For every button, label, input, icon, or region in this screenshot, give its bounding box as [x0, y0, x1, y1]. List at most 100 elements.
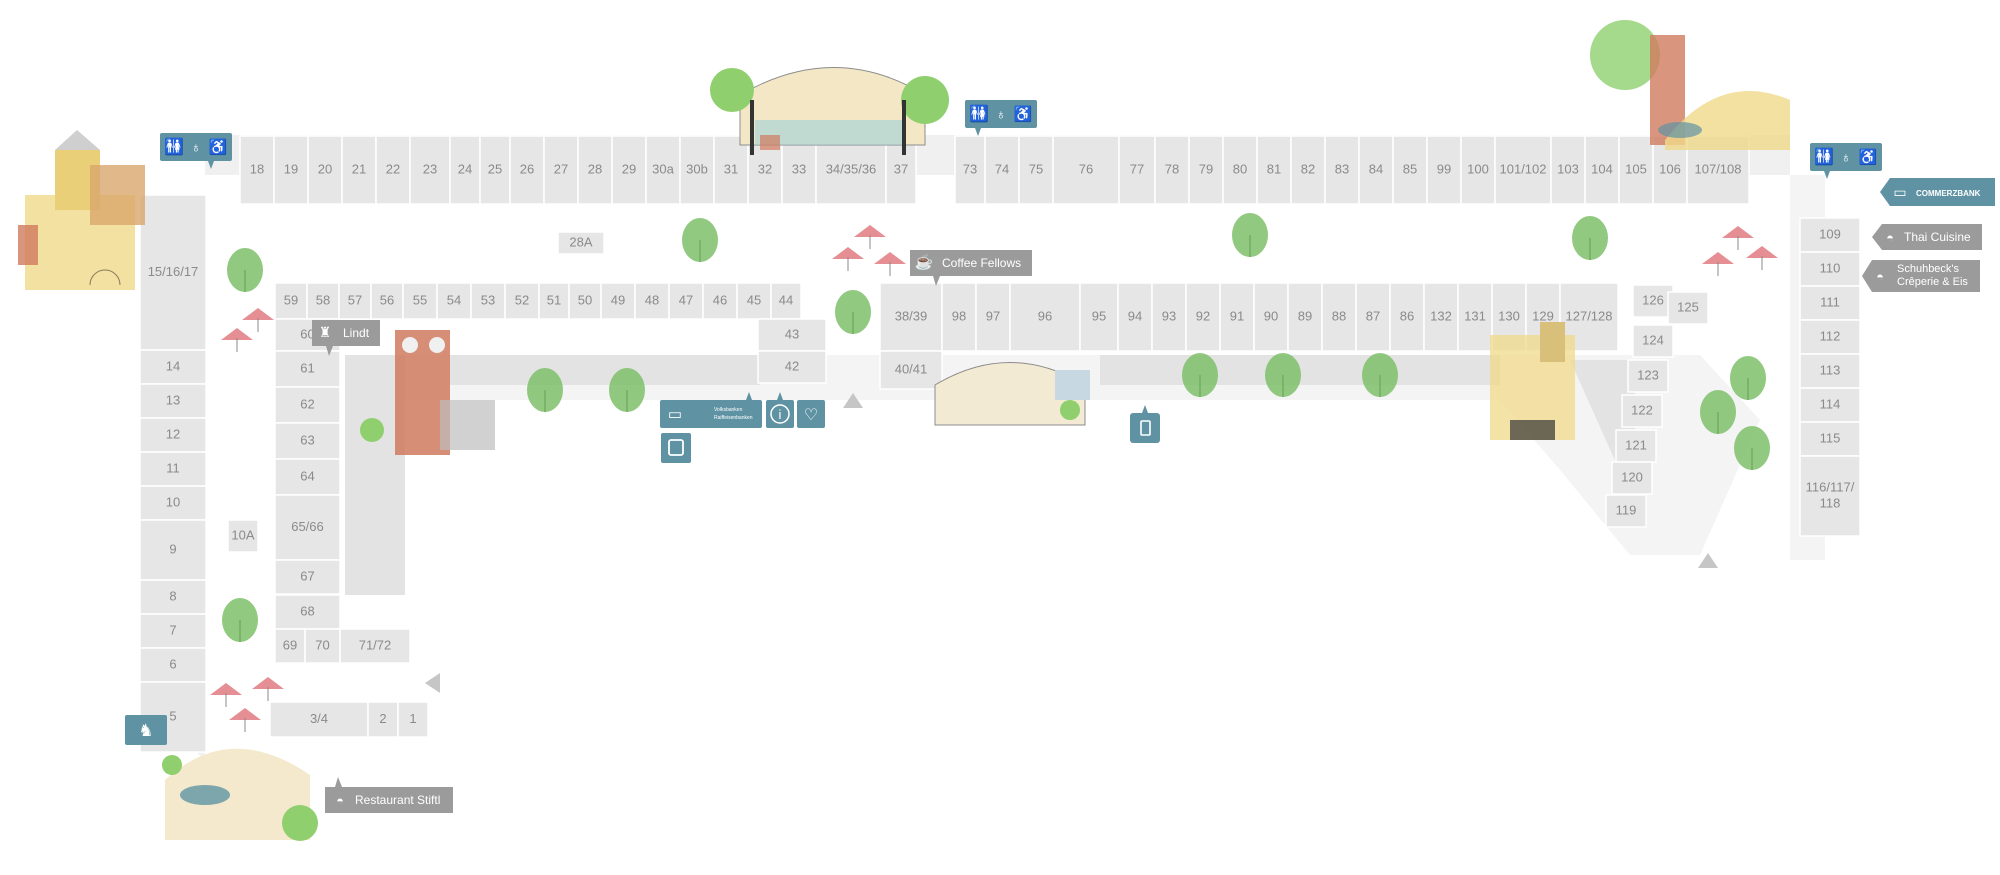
shop-unit[interactable]: 58 [306, 282, 340, 320]
shop-unit[interactable]: 125 [1667, 291, 1709, 325]
shop-unit[interactable]: 46 [702, 282, 738, 320]
schuhbeck-label[interactable]: ◓ Schuhbeck's Crêperie & Eis [1862, 260, 1980, 292]
shop-unit[interactable]: 96 [1009, 282, 1081, 352]
shop-unit[interactable]: 28A [557, 231, 605, 255]
shop-unit[interactable]: 111 [1799, 285, 1861, 321]
shop-unit[interactable]: 74 [984, 135, 1020, 205]
shop-unit[interactable]: 73 [954, 135, 986, 205]
shop-unit[interactable]: 119 [1605, 494, 1647, 528]
restroom-sign[interactable]: 🚻 ♁ ♿ [965, 100, 1037, 136]
playground-sign[interactable]: ♞ [125, 715, 167, 745]
commerzbank-sign[interactable]: ▭ COMMERZBANK [1880, 178, 1995, 206]
shop-unit[interactable]: 34/35/36 [815, 135, 887, 205]
shop-unit[interactable]: 62 [274, 386, 341, 424]
payment-terminal-sign[interactable] [1130, 405, 1160, 443]
shop-unit[interactable]: 6 [139, 647, 207, 683]
shop-unit[interactable]: 30b [679, 135, 715, 205]
shop-unit[interactable]: 97 [975, 282, 1011, 352]
shop-unit[interactable]: 67 [274, 559, 341, 595]
shop-unit[interactable]: 123 [1627, 359, 1669, 393]
shop-unit[interactable]: 33 [781, 135, 817, 205]
shop-unit[interactable]: 43 [757, 318, 827, 352]
shop-unit[interactable]: 13 [139, 383, 207, 419]
shop-unit[interactable]: 56 [370, 282, 404, 320]
shop-unit[interactable]: 93 [1151, 282, 1187, 352]
shop-unit[interactable]: 84 [1358, 135, 1394, 205]
shop-unit[interactable]: 51 [538, 282, 570, 320]
coffee-fellows-label[interactable]: ☕ Coffee Fellows [910, 250, 1032, 286]
shop-unit[interactable]: 12 [139, 417, 207, 453]
shop-unit[interactable]: 83 [1324, 135, 1360, 205]
shop-unit[interactable]: 104 [1584, 135, 1620, 205]
shop-unit[interactable]: 115 [1799, 421, 1861, 457]
shop-unit[interactable]: 21 [341, 135, 377, 205]
shop-unit[interactable]: 92 [1185, 282, 1221, 352]
shop-unit[interactable]: 49 [600, 282, 636, 320]
shop-unit[interactable]: 64 [274, 458, 341, 496]
shop-unit[interactable]: 89 [1287, 282, 1323, 352]
shop-unit[interactable]: 99 [1426, 135, 1462, 205]
shop-unit[interactable]: 68 [274, 594, 341, 630]
shop-unit[interactable]: 55 [402, 282, 438, 320]
shop-unit[interactable]: 82 [1290, 135, 1326, 205]
shop-unit[interactable]: 81 [1256, 135, 1292, 205]
shop-unit[interactable]: 76 [1052, 135, 1120, 205]
shop-unit[interactable]: 77 [1118, 135, 1156, 205]
shop-unit[interactable]: 103 [1550, 135, 1586, 205]
shop-unit[interactable]: 61 [274, 350, 341, 388]
shop-unit[interactable]: 98 [941, 282, 977, 352]
shop-unit[interactable]: 110 [1799, 251, 1861, 287]
lindt-label[interactable]: ♜ Lindt [312, 320, 380, 356]
shop-unit[interactable]: 19 [273, 135, 309, 205]
shop-unit[interactable]: 9 [139, 519, 207, 581]
shop-unit[interactable]: 112 [1799, 319, 1861, 355]
shop-unit[interactable]: 101/102 [1494, 135, 1552, 205]
volksbank-sign[interactable]: ▭ Volksbanken Raiffeisenbanken [660, 392, 762, 428]
shop-unit[interactable]: 37 [885, 135, 917, 205]
shop-unit[interactable]: 10A [227, 519, 259, 553]
shop-unit[interactable]: 116/117/118 [1799, 455, 1861, 537]
shop-unit[interactable]: 113 [1799, 353, 1861, 389]
shop-unit[interactable]: 50 [568, 282, 602, 320]
shop-unit[interactable]: 11 [139, 451, 207, 487]
shop-unit[interactable]: 109 [1799, 217, 1861, 253]
shop-unit[interactable]: 100 [1460, 135, 1496, 205]
shop-unit[interactable]: 45 [736, 282, 772, 320]
shop-unit[interactable]: 86 [1389, 282, 1425, 352]
shop-unit[interactable]: 69 [274, 628, 306, 664]
shop-unit[interactable]: 1 [397, 701, 429, 738]
restroom-sign[interactable]: 🚻 ♁ ♿ [160, 133, 232, 169]
shop-unit[interactable]: 78 [1154, 135, 1190, 205]
shop-unit[interactable]: 24 [449, 135, 481, 205]
shop-unit[interactable]: 88 [1321, 282, 1357, 352]
shop-unit[interactable]: 90 [1253, 282, 1289, 352]
shop-unit[interactable]: 80 [1222, 135, 1258, 205]
shop-unit[interactable]: 28 [577, 135, 613, 205]
shop-unit[interactable]: 2 [367, 701, 399, 738]
shop-unit[interactable]: 87 [1355, 282, 1391, 352]
thai-cuisine-label[interactable]: ◓ Thai Cuisine [1872, 224, 1982, 250]
shop-unit[interactable]: 26 [509, 135, 545, 205]
bus-stop-sign[interactable] [661, 433, 691, 463]
shop-unit[interactable]: 42 [757, 350, 827, 384]
shop-unit[interactable]: 79 [1188, 135, 1224, 205]
shop-unit[interactable]: 47 [668, 282, 704, 320]
shop-unit[interactable]: 63 [274, 422, 341, 460]
shop-unit[interactable]: 121 [1615, 429, 1657, 463]
shop-unit[interactable]: 57 [338, 282, 372, 320]
shop-unit[interactable]: 54 [436, 282, 472, 320]
defibrillator-sign[interactable]: ♡ [797, 400, 825, 428]
restroom-sign[interactable]: 🚻 ♁ ♿ [1810, 143, 1882, 179]
shop-unit[interactable]: 48 [634, 282, 670, 320]
shop-unit[interactable]: 40/41 [879, 350, 943, 390]
shop-unit[interactable]: 124 [1632, 324, 1674, 358]
restaurant-stiftl-label[interactable]: ◓ Restaurant Stiftl [325, 777, 453, 813]
shop-unit[interactable]: 105 [1618, 135, 1654, 205]
shop-unit[interactable]: 14 [139, 349, 207, 385]
shop-unit[interactable]: 22 [375, 135, 411, 205]
shop-unit[interactable]: 131 [1457, 282, 1493, 352]
shop-unit[interactable]: 31 [713, 135, 749, 205]
shop-unit[interactable]: 29 [611, 135, 647, 205]
shop-unit[interactable]: 15/16/17 [139, 194, 207, 351]
shop-unit[interactable]: 52 [504, 282, 540, 320]
